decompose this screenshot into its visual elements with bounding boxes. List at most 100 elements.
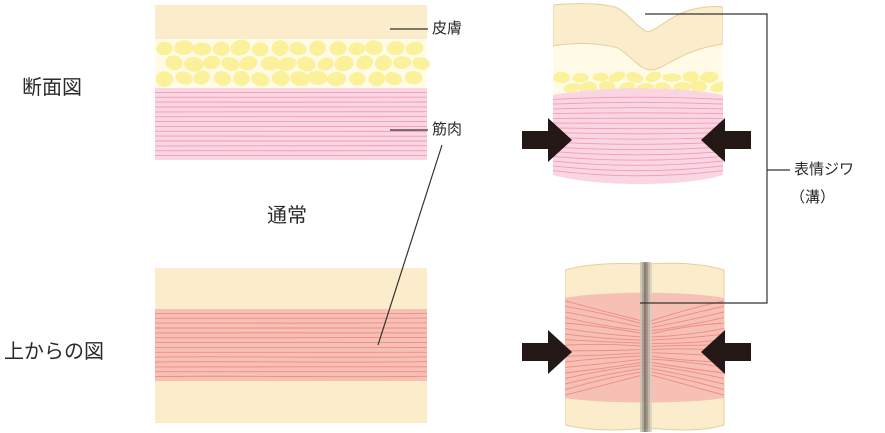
label-cross-section: 断面図 xyxy=(22,75,82,99)
muscle-fibers-bulge xyxy=(553,96,723,177)
fiber-line xyxy=(565,311,646,329)
fat-cell xyxy=(563,83,581,93)
fat-cell xyxy=(405,41,424,56)
fiber-line xyxy=(553,155,723,161)
fat-cell xyxy=(356,55,374,70)
fat-cell xyxy=(221,56,240,71)
label-wrinkle: 表情ジワ xyxy=(794,160,855,178)
skin-strip-bottom xyxy=(155,381,427,423)
fat-cell xyxy=(365,40,383,55)
leader-muscle-diagonal xyxy=(377,144,443,346)
fiber-line xyxy=(648,316,725,332)
fiber-line xyxy=(648,361,725,374)
fat-cell xyxy=(592,72,609,82)
fiber-line xyxy=(154,375,428,378)
fiber-line xyxy=(565,343,646,347)
fat-cell xyxy=(317,57,334,71)
fat-cell xyxy=(690,80,708,93)
fiber-line xyxy=(648,333,725,341)
fiber-line xyxy=(553,112,723,115)
fat-cell xyxy=(175,71,193,85)
fat-cell xyxy=(277,57,297,72)
fat-cell xyxy=(368,71,385,87)
label-top-view: 上からの図 xyxy=(4,339,104,363)
fiber-line xyxy=(553,107,723,110)
fiber-line xyxy=(565,305,646,326)
muscle-bulge xyxy=(553,88,723,185)
fat-cell xyxy=(349,71,366,86)
fiber-line xyxy=(553,141,723,145)
fat-cell xyxy=(309,40,326,56)
fat-cell xyxy=(156,41,173,56)
muscle-fibers xyxy=(154,91,428,157)
fat-cell xyxy=(251,72,270,87)
fat-layer-wrinkle xyxy=(553,43,723,95)
fiber-line xyxy=(648,322,725,335)
fiber-line xyxy=(648,364,725,380)
fat-cell xyxy=(412,57,430,70)
normal-cross-section xyxy=(154,5,430,160)
fiber-line xyxy=(565,352,646,357)
fat-cell xyxy=(608,71,626,83)
fat-cell xyxy=(329,41,347,56)
fiber-line xyxy=(553,136,723,140)
fiber-line xyxy=(553,132,723,135)
fat-cell xyxy=(327,71,347,87)
normal-top-view xyxy=(154,268,428,423)
arrow-left-icon xyxy=(701,118,751,162)
fiber-line xyxy=(553,160,723,166)
fat-cell xyxy=(192,42,212,56)
fiber-line xyxy=(565,367,646,385)
fat-cell xyxy=(334,55,354,72)
fiber-line xyxy=(553,165,723,172)
fat-cell xyxy=(289,42,307,56)
fat-cell xyxy=(165,55,183,71)
fiber-line xyxy=(565,370,646,391)
fat-cell xyxy=(193,70,210,85)
fiber-line xyxy=(565,358,646,368)
fiber-line xyxy=(553,151,723,156)
fiber-line xyxy=(648,370,725,391)
fiber-line xyxy=(565,333,646,341)
muscle-strip xyxy=(155,309,427,381)
fat-cell xyxy=(307,70,328,85)
wrinkle-top-view xyxy=(565,262,725,432)
fiber-line xyxy=(648,311,725,329)
skin-with-groove xyxy=(553,3,723,71)
arrow-right-icon xyxy=(522,330,572,374)
fat-cells xyxy=(155,39,430,87)
fiber-line xyxy=(553,146,723,151)
wrinkle-cross-section xyxy=(553,3,723,185)
fat-cell xyxy=(404,70,423,85)
skin-layer xyxy=(155,5,427,39)
fiber-line xyxy=(553,170,723,177)
compression-arrows xyxy=(522,118,751,374)
fiber-line xyxy=(565,339,646,344)
fiber-line xyxy=(553,127,723,130)
fat-cell xyxy=(260,56,281,71)
fiber-line xyxy=(648,328,725,338)
fiber-line xyxy=(565,355,646,363)
fat-cell xyxy=(296,56,316,72)
muscle-layer xyxy=(155,88,427,160)
fat-cell xyxy=(290,71,310,87)
fiber-line xyxy=(565,328,646,338)
fat-cell xyxy=(553,71,570,84)
leader-lines xyxy=(377,13,790,346)
fat-cell xyxy=(710,81,723,93)
fiber-line xyxy=(154,361,428,363)
muscle-fibers-top xyxy=(154,312,428,378)
fiber-line xyxy=(565,300,646,323)
fat-cell xyxy=(386,41,405,56)
fat-cell xyxy=(645,71,662,83)
fiber-line xyxy=(565,316,646,332)
fat-cell xyxy=(155,71,174,87)
fat-cell xyxy=(251,42,269,57)
fat-cell xyxy=(662,73,682,82)
fat-cell xyxy=(384,72,403,86)
fat-cell xyxy=(184,56,204,72)
fiber-line xyxy=(565,349,646,352)
fat-cell xyxy=(271,70,290,86)
fiber-line xyxy=(648,367,725,385)
fat-cell xyxy=(271,40,289,56)
